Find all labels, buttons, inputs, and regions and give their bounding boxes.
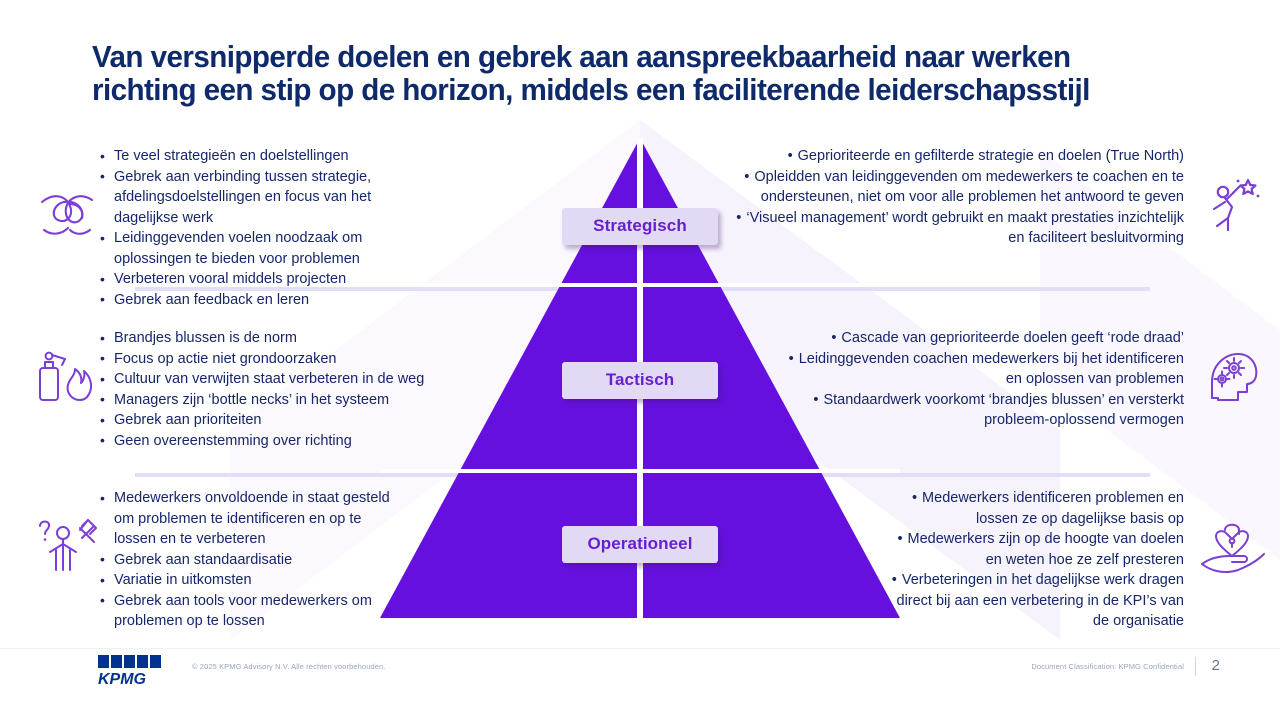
knot-icon: [40, 195, 94, 235]
left-block-tactisch: Brandjes blussen is de norm Focus op act…: [100, 328, 430, 451]
copyright-text: © 2025 KPMG Advisory N.V. Alle rechten v…: [192, 662, 386, 671]
bullet-dot: •: [891, 572, 897, 588]
page-number-divider: [1195, 657, 1196, 676]
list-item: Gebrek aan verbinding tussen strategie, …: [100, 166, 430, 229]
list-item: Gebrek aan prioriteiten: [100, 410, 430, 431]
page-number: 2: [1211, 657, 1220, 674]
bullet-dot: •: [831, 330, 837, 346]
list-item: Te veel strategieën en doelstellingen: [100, 146, 430, 167]
left-block-strategisch: Te veel strategieën en doelstellingen Ge…: [100, 146, 430, 310]
kpmg-wordmark: KPMG: [98, 671, 146, 688]
list-item: Brandjes blussen is de norm: [100, 328, 430, 349]
list-item-text: Standaardwerk voorkomt ‘brandjes blussen…: [823, 391, 1184, 429]
list-item: Cultuur van verwijten staat verbeteren i…: [100, 369, 430, 390]
bullet-dot: •: [744, 168, 750, 185]
list-item: Medewerkers onvoldoende in staat gesteld…: [100, 488, 390, 550]
list-item: •Cascade van geprioriteerde doelen geeft…: [770, 328, 1184, 349]
list-item: Gebrek aan standaardisatie: [100, 549, 390, 571]
bullet-dot: •: [911, 490, 918, 506]
right-block-strategisch: •Geprioriteerde en gefilterde strategie …: [722, 146, 1184, 249]
list-item: •Medewerkers identificeren problemen en …: [880, 488, 1184, 529]
head-with-gears-icon: [1211, 353, 1258, 401]
list-item: Managers zijn ‘bottle necks’ in het syst…: [100, 389, 430, 411]
list-item: Variatie in uitkomsten: [100, 570, 390, 591]
bullet-dot: •: [788, 350, 794, 367]
person-question-tools-icon: [39, 519, 97, 571]
list-item: •Standaardwerk voorkomt ‘brandjes blusse…: [770, 390, 1184, 431]
bullet-list: •Cascade van geprioriteerde doelen geeft…: [770, 328, 1184, 431]
page-title: Van versnipperde doelen en gebrek aan aa…: [92, 39, 1090, 107]
list-item: •Geprioriteerde en gefilterde strategie …: [722, 146, 1184, 167]
tier-label-operationeel[interactable]: Operationeel: [562, 526, 718, 563]
list-item-text: Opleidden van leidinggevenden om medewer…: [754, 168, 1184, 206]
list-item-text: Medewerkers zijn op de hoogte van doelen…: [907, 531, 1184, 568]
fire-extinguisher-icon: [39, 351, 93, 401]
right-block-tactisch: •Cascade van geprioriteerde doelen geeft…: [770, 328, 1184, 431]
list-item: •Opleidden van leidinggevenden om medewe…: [722, 167, 1184, 208]
right-block-operationeel: •Medewerkers identificeren problemen en …: [880, 488, 1184, 632]
bullet-dot: •: [787, 148, 793, 164]
list-item-text: Cascade van geprioriteerde doelen geeft …: [841, 330, 1184, 346]
tier-label-strategisch[interactable]: Strategisch: [562, 208, 718, 245]
list-item: •Verbeteringen in het dagelijkse werk dr…: [880, 570, 1184, 632]
bullet-list: •Geprioriteerde en gefilterde strategie …: [722, 146, 1184, 249]
list-item: •Leidinggevenden coachen medewerkers bij…: [770, 349, 1184, 390]
bullet-dot: •: [897, 531, 903, 547]
list-item-text: ‘Visueel management’ wordt gebruikt en m…: [746, 209, 1184, 247]
footer-divider: [0, 648, 1280, 649]
bullet-list: Medewerkers onvoldoende in staat gesteld…: [100, 488, 390, 632]
list-item: Focus op actie niet grondoorzaken: [100, 348, 430, 370]
left-block-operationeel: Medewerkers onvoldoende in staat gesteld…: [100, 488, 390, 632]
bullet-list: Brandjes blussen is de norm Focus op act…: [100, 328, 430, 451]
list-item: Gebrek aan tools voor medewerkers om pro…: [100, 590, 390, 632]
list-item: Leidinggevenden voelen noodzaak om oplos…: [100, 228, 430, 269]
list-item-text: Medewerkers identificeren problemen en l…: [922, 490, 1184, 527]
bullet-list: Te veel strategieën en doelstellingen Ge…: [100, 146, 430, 310]
bullet-list: •Medewerkers identificeren problemen en …: [880, 488, 1184, 632]
list-item: Geen overeenstemming over richting: [100, 430, 430, 452]
list-item-text: Verbeteringen in het dagelijkse werk dra…: [896, 572, 1185, 629]
person-reaching-star-icon: [1212, 178, 1260, 232]
list-item: •‘Visueel management’ wordt gebruikt en …: [722, 208, 1184, 249]
list-item-text: Leidinggevenden coachen medewerkers bij …: [798, 350, 1184, 388]
list-item: Verbeteren vooral middels projecten: [100, 269, 430, 290]
kpmg-logo: KPMG: [98, 655, 161, 688]
tier-label-tactisch[interactable]: Tactisch: [562, 362, 718, 399]
heart-lock-on-hand-icon: [1201, 523, 1265, 573]
list-item: Gebrek aan feedback en leren: [100, 289, 430, 311]
bullet-dot: •: [813, 391, 819, 408]
list-item-text: Geprioriteerde en gefilterde strategie e…: [797, 148, 1184, 164]
list-item: •Medewerkers zijn op de hoogte van doele…: [880, 529, 1184, 570]
document-classification: Document Classification: KPMG Confidenti…: [1031, 662, 1184, 671]
bullet-dot: •: [736, 209, 742, 226]
